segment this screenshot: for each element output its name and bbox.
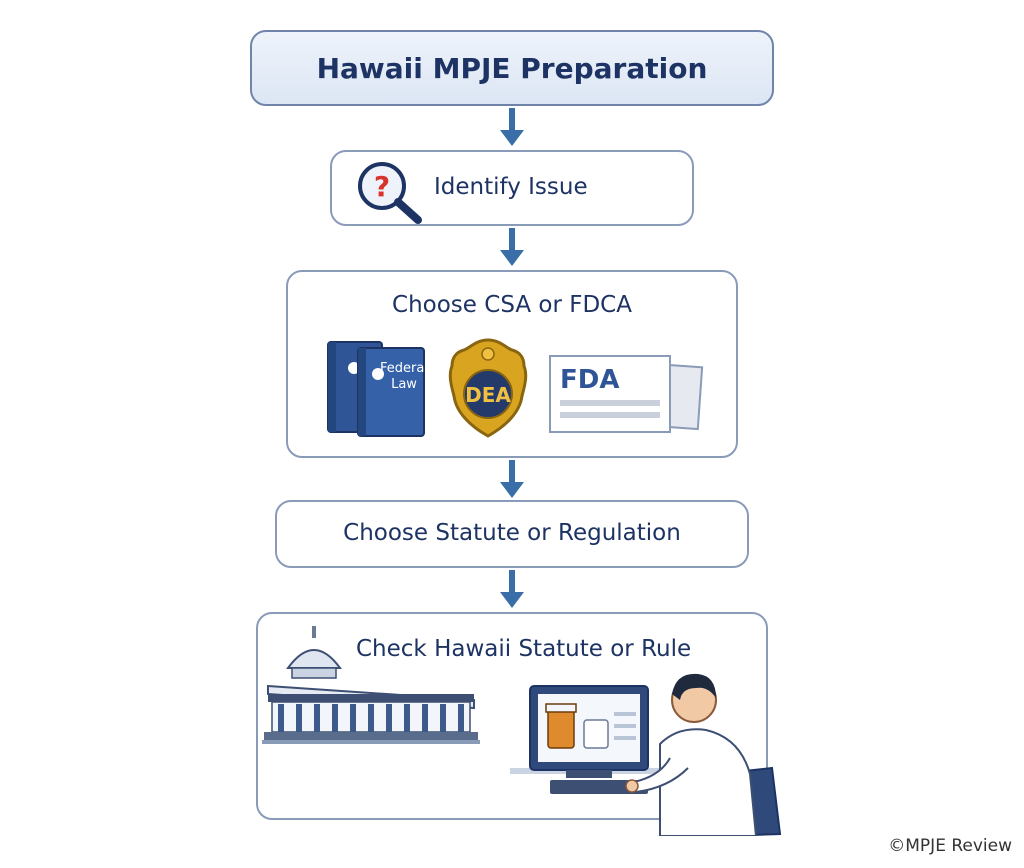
copyright-text: ©MPJE Review (888, 836, 1012, 856)
arrow-down-4 (500, 570, 524, 608)
dea-badge-icon: DEA (448, 338, 528, 438)
identify-issue-box: ? Identify Issue (330, 150, 694, 226)
fda-document-icon: FDA (549, 355, 704, 433)
title-box: Hawaii MPJE Preparation (250, 30, 774, 106)
federal-law-books-icon: Federal Law (327, 341, 428, 437)
capitol-building-icon (262, 626, 480, 744)
book-label-line2: Law (391, 377, 417, 392)
magnifier-question-icon: ? (358, 162, 422, 224)
choose-statute-regulation-box: Choose Statute or Regulation (275, 500, 749, 568)
pharmacist-computer-icon (510, 673, 782, 836)
svg-text:?: ? (374, 170, 390, 203)
check-hawaii-label: Check Hawaii Statute or Rule (356, 636, 692, 662)
fda-label: FDA (560, 365, 619, 395)
page-title: Hawaii MPJE Preparation (316, 52, 708, 85)
arrow-down-3 (500, 460, 524, 498)
badge-label: DEA (465, 383, 511, 407)
arrow-down-2 (500, 228, 524, 266)
choose-csa-fdca-box: Choose CSA or FDCA Federal Law DEA FDA (286, 270, 738, 458)
choose-csa-fdca-label: Choose CSA or FDCA (392, 292, 632, 318)
book-label-line1: Federal (380, 361, 428, 376)
arrow-down-1 (500, 108, 524, 146)
choose-statute-regulation-label: Choose Statute or Regulation (343, 520, 681, 546)
identify-issue-label: Identify Issue (434, 174, 588, 200)
